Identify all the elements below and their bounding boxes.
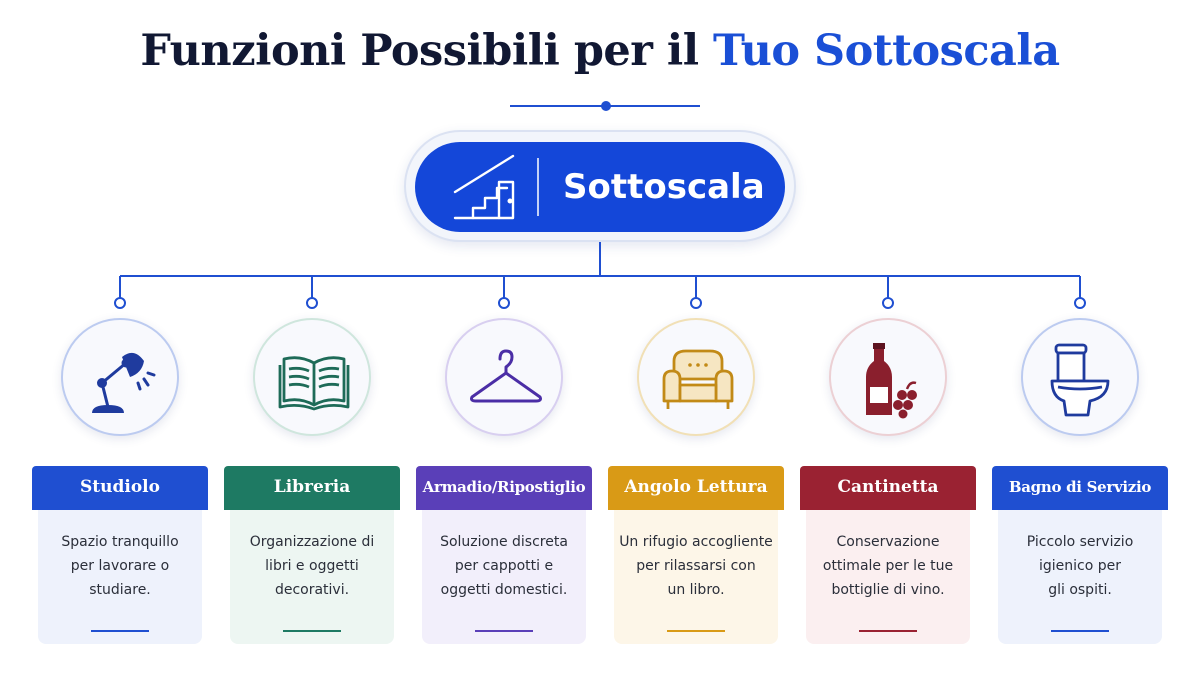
icon-circle-cantinetta <box>829 318 947 436</box>
icon-circle-bagno <box>1021 318 1139 436</box>
desc-line: oggetti domestici. <box>440 582 568 598</box>
desc-line: Conservazione <box>836 534 940 550</box>
coat-hanger-icon <box>470 349 542 403</box>
desc-line: per rilassarsi con <box>636 558 756 574</box>
card-title-libreria: Libreria <box>224 466 400 510</box>
desc-line: decorativi. <box>274 582 350 598</box>
card-desc-libreria: Organizzazione di libri e oggetti decora… <box>230 530 394 602</box>
hub-node: Sottoscala <box>415 142 785 232</box>
card-rule <box>475 630 533 632</box>
card-desc-angolo: Un rifugio accogliente per rilassarsi co… <box>614 530 778 602</box>
card-rule <box>667 630 725 632</box>
desk-lamp-icon <box>92 352 156 413</box>
desc-line: igienico per <box>1038 558 1121 574</box>
icon-circle-angolo <box>637 318 755 436</box>
card-title-cantinetta: Cantinetta <box>800 466 976 510</box>
desc-line: Un rifugio accogliente <box>619 534 773 550</box>
desc-line: gli ospiti. <box>1048 582 1112 598</box>
desc-line: per cappotti e <box>454 558 554 574</box>
card-title-angolo: Angolo Lettura <box>608 466 784 510</box>
card-rule <box>859 630 917 632</box>
armchair-icon <box>662 349 734 409</box>
stairs-door-icon <box>453 154 515 220</box>
desc-line: Spazio tranquillo <box>61 534 179 550</box>
desc-line: bottiglie di vino. <box>831 582 945 598</box>
title-divider-dot <box>601 101 611 111</box>
desc-line: Soluzione discreta <box>440 534 568 550</box>
icon-circle-libreria <box>253 318 371 436</box>
open-book-icon <box>278 356 350 411</box>
desc-line: Organizzazione di <box>249 534 375 550</box>
card-desc-armadio: Soluzione discreta per cappotti e oggett… <box>422 530 586 602</box>
desc-line: ottimale per le tue <box>822 558 954 574</box>
wine-bottle-icon <box>866 343 917 419</box>
toilet-icon <box>1050 343 1110 417</box>
desc-line: libri e oggetti <box>265 558 359 574</box>
card-desc-cantinetta: Conservazione ottimale per le tue bottig… <box>806 530 970 602</box>
card-title-studiolo: Studiolo <box>32 466 208 510</box>
desc-line: studiare. <box>89 582 151 598</box>
card-rule <box>283 630 341 632</box>
card-rule <box>91 630 149 632</box>
desc-line: un libro. <box>667 582 725 598</box>
icon-circle-studiolo <box>61 318 179 436</box>
icon-circle-armadio <box>445 318 563 436</box>
hub-label: Sottoscala <box>563 167 765 207</box>
title-accent: Tuo Sottoscala <box>713 26 1060 76</box>
page-title: Funzioni Possibili per il Tuo Sottoscala <box>0 26 1200 76</box>
hub-separator <box>537 158 539 216</box>
card-rule <box>1051 630 1109 632</box>
desc-line: Piccolo servizio <box>1026 534 1134 550</box>
card-desc-bagno: Piccolo servizio igienico per gli ospiti… <box>998 530 1162 602</box>
title-main: Funzioni Possibili per il <box>140 26 714 76</box>
card-title-bagno: Bagno di Servizio <box>992 466 1168 510</box>
card-desc-studiolo: Spazio tranquillo per lavorare o studiar… <box>38 530 202 602</box>
desc-line: per lavorare o <box>70 558 170 574</box>
card-title-armadio: Armadio/Ripostiglio <box>416 466 592 510</box>
